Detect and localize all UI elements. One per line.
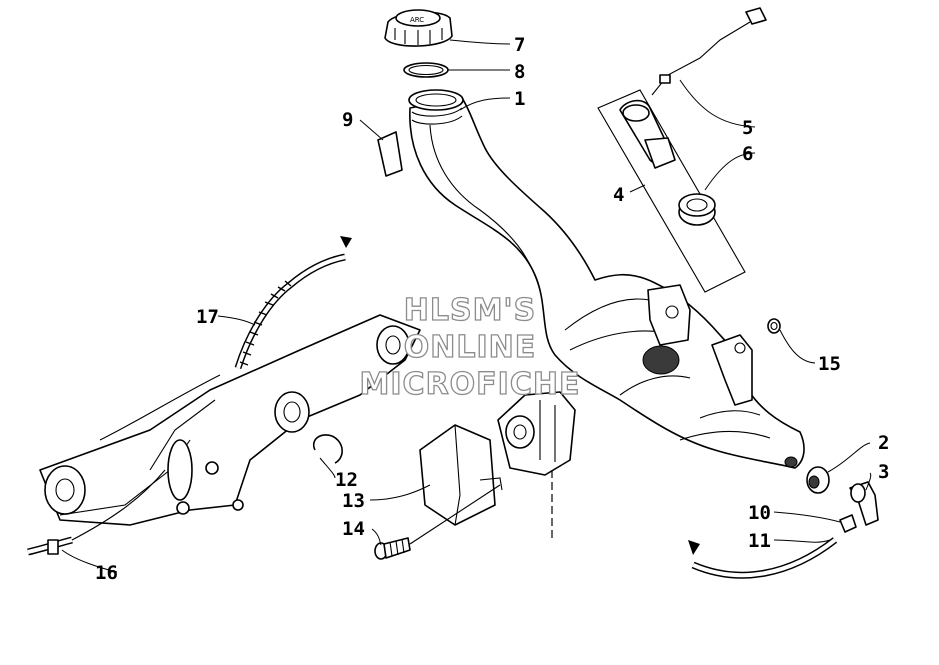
clamp-10: [839, 514, 857, 533]
callout-16: 16: [95, 562, 118, 584]
watermark-line-1: HLSM'S: [404, 293, 536, 328]
callout-11: 11: [748, 530, 771, 552]
watermark: HLSM'S ONLINE MICROFICHE: [359, 292, 581, 402]
frame-plate: [39, 314, 421, 526]
fitting-3: [849, 481, 879, 526]
callout-10: 10: [748, 502, 771, 524]
callout-6: 6: [742, 143, 753, 165]
callout-labels: 1 2 3 4 5 6 7 8 9 10 11 12 13 14 15 16 1…: [95, 34, 889, 584]
callout-8: 8: [514, 61, 525, 83]
callout-2: 2: [878, 432, 889, 454]
hose-11: [688, 537, 838, 579]
warning-label: [377, 131, 403, 177]
callout-17: 17: [196, 306, 219, 328]
retaining-clip-12: [313, 434, 343, 464]
fuel-cap: ARC: [384, 9, 453, 47]
callout-14: 14: [342, 518, 365, 540]
leader-lines: [61, 39, 872, 573]
watermark-line-2: ONLINE: [404, 330, 537, 365]
callout-12: 12: [335, 469, 358, 491]
callout-1: 1: [514, 88, 525, 110]
svg-text:ARC: ARC: [410, 16, 424, 24]
sender-assembly: [597, 7, 767, 293]
callout-5: 5: [742, 117, 753, 139]
fuel-valve-assembly: [497, 391, 576, 538]
vent-hose-17: [99, 236, 352, 441]
hose-16: [27, 469, 166, 556]
screw-14: [374, 484, 501, 560]
nut-15: [767, 318, 781, 334]
callout-15: 15: [818, 353, 841, 375]
grommet-2: [806, 466, 830, 494]
callout-3: 3: [878, 461, 889, 483]
callout-13: 13: [342, 490, 365, 512]
callout-7: 7: [514, 34, 525, 56]
watermark-line-3: MICROFICHE: [360, 367, 581, 402]
fuel-tank: [408, 89, 805, 469]
callout-4: 4: [613, 184, 624, 206]
cap-gasket: [403, 62, 449, 78]
callout-9: 9: [342, 109, 353, 131]
